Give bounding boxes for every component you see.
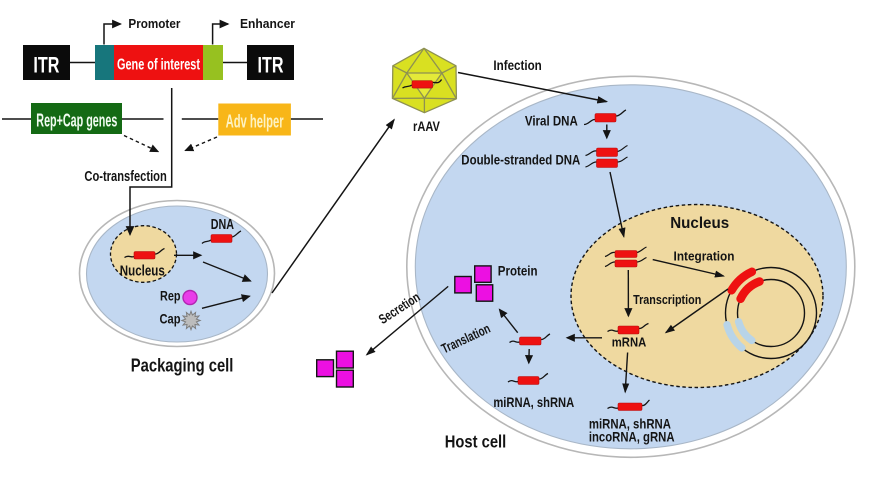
svg-text:Adv helper: Adv helper — [226, 112, 284, 132]
svg-text:Cap: Cap — [160, 312, 181, 327]
svg-text:Infection: Infection — [493, 57, 541, 73]
svg-text:Rep: Rep — [160, 289, 181, 304]
svg-text:Co-transfection: Co-transfection — [84, 169, 166, 185]
svg-text:Double-stranded DNA: Double-stranded DNA — [461, 151, 580, 167]
svg-text:Nucleus: Nucleus — [120, 262, 165, 279]
svg-text:Host cell: Host cell — [445, 432, 507, 452]
svg-text:Promoter: Promoter — [128, 16, 180, 31]
svg-text:Integration: Integration — [674, 249, 735, 264]
svg-text:Protein: Protein — [498, 263, 538, 279]
svg-text:Gene of interest: Gene of interest — [117, 57, 200, 74]
svg-text:ITR: ITR — [258, 52, 284, 77]
svg-text:Enhancer: Enhancer — [240, 16, 295, 31]
svg-text:DNA: DNA — [211, 216, 234, 233]
svg-text:rAAV: rAAV — [413, 119, 440, 134]
svg-text:miRNA, shRNA: miRNA, shRNA — [493, 394, 574, 410]
svg-text:mRNA: mRNA — [612, 335, 647, 350]
svg-text:Viral DNA: Viral DNA — [525, 114, 578, 129]
svg-text:miRNA, shRNA: miRNA, shRNA — [589, 416, 671, 432]
svg-text:incoRNA, gRNA: incoRNA, gRNA — [589, 429, 675, 445]
svg-text:Rep+Cap genes: Rep+Cap genes — [36, 111, 117, 131]
svg-text:Nucleus: Nucleus — [670, 215, 729, 232]
svg-text:Transcription: Transcription — [633, 292, 701, 307]
svg-text:ITR: ITR — [33, 52, 59, 77]
svg-text:Packaging cell: Packaging cell — [131, 355, 234, 376]
